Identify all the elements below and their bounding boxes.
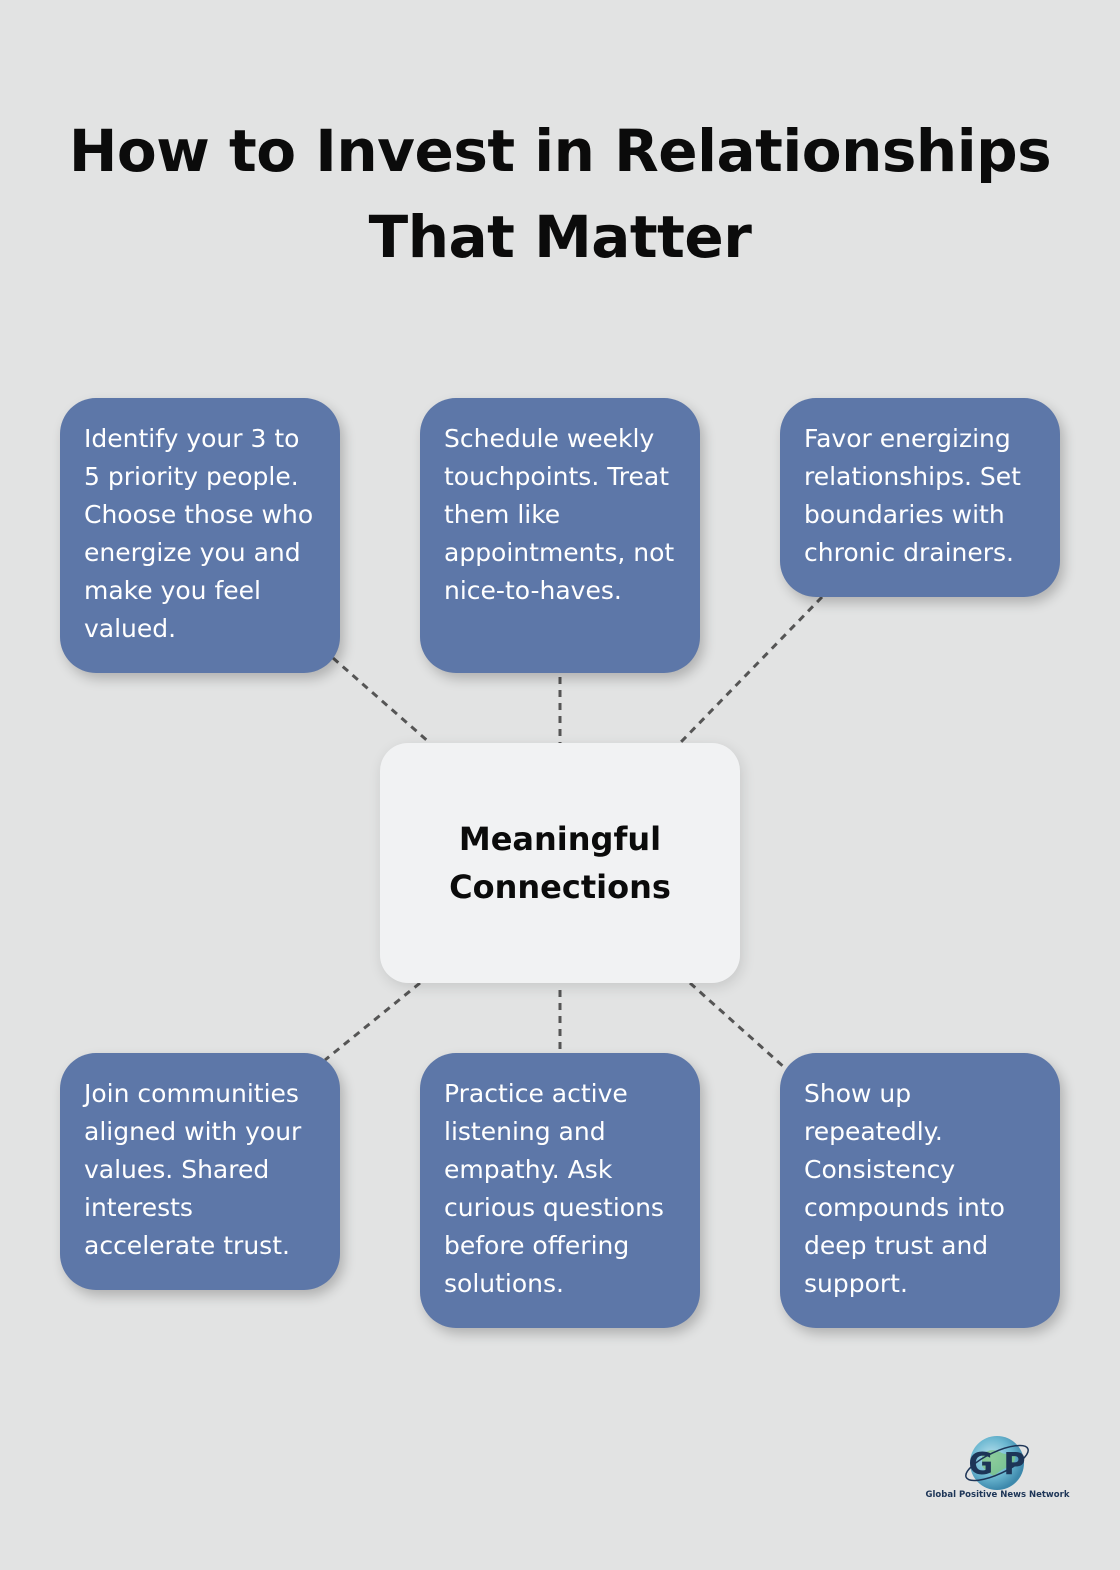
tip-card-5: Practice active listening and empathy. A… (420, 1053, 700, 1328)
tip-card-3-text: Favor energizing relationships. Set boun… (804, 424, 1021, 567)
tip-card-2: Schedule weekly touchpoints. Treat them … (420, 398, 700, 673)
page-title: How to Invest in Relationships That Matt… (0, 108, 1120, 280)
center-node: Meaningful Connections (380, 743, 740, 983)
tip-card-3: Favor energizing relationships. Set boun… (780, 398, 1060, 597)
page-title-line-2: That Matter (368, 203, 752, 271)
tip-card-1: Identify your 3 to 5 priority people. Ch… (60, 398, 340, 673)
connector-line-6 (688, 981, 787, 1070)
connector-line-3 (678, 595, 824, 745)
connector-line-1 (332, 656, 431, 745)
tip-card-6-text: Show up repeatedly. Consistency compound… (804, 1079, 1005, 1298)
tip-card-5-text: Practice active listening and empathy. A… (444, 1079, 664, 1298)
tip-card-4-text: Join communities aligned with your value… (84, 1079, 302, 1260)
tip-card-4: Join communities aligned with your value… (60, 1053, 340, 1290)
gpnn-logo-icon: G P (965, 1436, 1029, 1490)
page-title-line-1: How to Invest in Relationships (68, 117, 1052, 185)
tip-card-2-text: Schedule weekly touchpoints. Treat them … (444, 424, 675, 605)
logo-letters: G P (968, 1447, 1025, 1482)
tip-card-1-text: Identify your 3 to 5 priority people. Ch… (84, 424, 314, 643)
connector-line-4 (324, 981, 421, 1062)
tip-card-6: Show up repeatedly. Consistency compound… (780, 1053, 1060, 1328)
center-node-label: Meaningful Connections (449, 820, 671, 906)
logo-name: Global Positive News Network (925, 1490, 1070, 1500)
